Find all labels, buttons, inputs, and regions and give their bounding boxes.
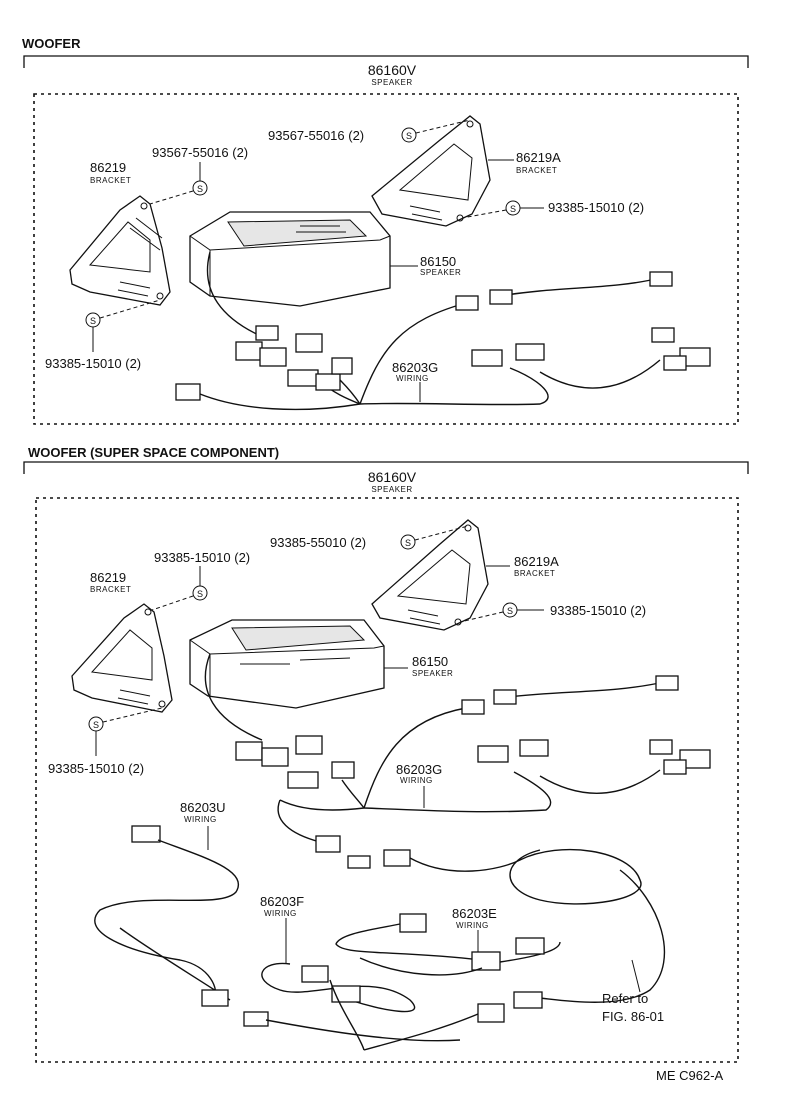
screw-right-bottom-label: 93385-15010 (2): [548, 200, 644, 215]
bracket-right-number: 86219A: [514, 554, 559, 569]
screw-symbol: S: [406, 131, 412, 141]
speaker-name: SPEAKER: [420, 268, 461, 277]
speaker-assy-number: 86160V: [368, 62, 417, 78]
wiring-e-number: 86203E: [452, 906, 497, 921]
wiring-u-name: WIRING: [184, 815, 217, 824]
wiring-name: WIRING: [400, 776, 433, 785]
screw-right-top-label: 93385-55010 (2): [270, 535, 366, 550]
speaker-drawing: [189, 211, 391, 307]
screw-left-bottom-label: 93385-15010 (2): [48, 761, 144, 776]
wiring-number: 86203G: [396, 762, 442, 777]
speaker-number: 86150: [412, 654, 448, 669]
bracket-right-name: BRACKET: [514, 569, 555, 578]
screw-symbol: S: [197, 184, 203, 194]
bracket-left-number: 86219: [90, 160, 126, 175]
bracket-right-drawing: [371, 519, 489, 631]
section-heading: WOOFER (SUPER SPACE COMPONENT): [28, 445, 279, 460]
screw-symbol: S: [405, 538, 411, 548]
screw-left-top-label: 93567-55016 (2): [152, 145, 248, 160]
wiring-number: 86203G: [392, 360, 438, 375]
screw-symbol: S: [507, 606, 513, 616]
bracket-right-name: BRACKET: [516, 166, 557, 175]
bracket-left-drawing: [71, 603, 173, 713]
bracket-left-name: BRACKET: [90, 585, 131, 594]
bracket-left-drawing: [69, 195, 171, 306]
assembly-bracket-line: [23, 55, 749, 68]
wiring-e-drawing: [335, 913, 561, 976]
section-woofer: WOOFER 86160V SPEAKER 86219 BRACKET S 93…: [22, 36, 749, 425]
wiring-f-name: WIRING: [264, 909, 297, 918]
screw-right-bottom-label: 93385-15010 (2): [550, 603, 646, 618]
screw-symbol: S: [93, 720, 99, 730]
wiring-harness-drawing: [175, 251, 711, 411]
wiring-f-drawing: [261, 962, 416, 1051]
section-woofer-super-space: WOOFER (SUPER SPACE COMPONENT) 86160V SP…: [23, 445, 749, 1063]
screw-symbol: S: [90, 316, 96, 326]
wiring-name: WIRING: [396, 374, 429, 383]
refer-line-2: FIG. 86-01: [602, 1009, 664, 1024]
figure-code: ME C962-A: [656, 1068, 724, 1083]
speaker-drawing: [189, 619, 385, 709]
screw-right-top-icon: [401, 127, 417, 143]
bracket-right-number: 86219A: [516, 150, 561, 165]
screw-right-top-label: 93567-55016 (2): [268, 128, 364, 143]
wiring-u-number: 86203U: [180, 800, 226, 815]
bracket-left-number: 86219: [90, 570, 126, 585]
wiring-e-name: WIRING: [456, 921, 489, 930]
wiring-f-number: 86203F: [260, 894, 304, 909]
bracket-left-name: BRACKET: [90, 176, 131, 185]
bracket-right-drawing: [371, 115, 491, 227]
section-heading: WOOFER: [22, 36, 81, 51]
assembly-border: [33, 93, 739, 425]
screw-symbol: S: [197, 589, 203, 599]
assembly-border: [35, 497, 739, 1063]
screw-left-top-label: 93385-15010 (2): [154, 550, 250, 565]
screw-symbol: S: [510, 204, 516, 214]
screw-left-bottom-label: 93385-15010 (2): [45, 356, 141, 371]
assembly-bracket-line: [23, 461, 749, 474]
screw-right-top-icon: [400, 534, 416, 550]
speaker-assy-name: SPEAKER: [371, 78, 412, 87]
refer-line-1: Refer to: [602, 991, 648, 1006]
speaker-number: 86150: [420, 254, 456, 269]
speaker-assy-name: SPEAKER: [371, 485, 412, 494]
speaker-assy-number: 86160V: [368, 469, 417, 485]
wiring-loop-drawing: [363, 848, 666, 1051]
wiring-u-drawing: [94, 825, 461, 1042]
speaker-name: SPEAKER: [412, 669, 453, 678]
